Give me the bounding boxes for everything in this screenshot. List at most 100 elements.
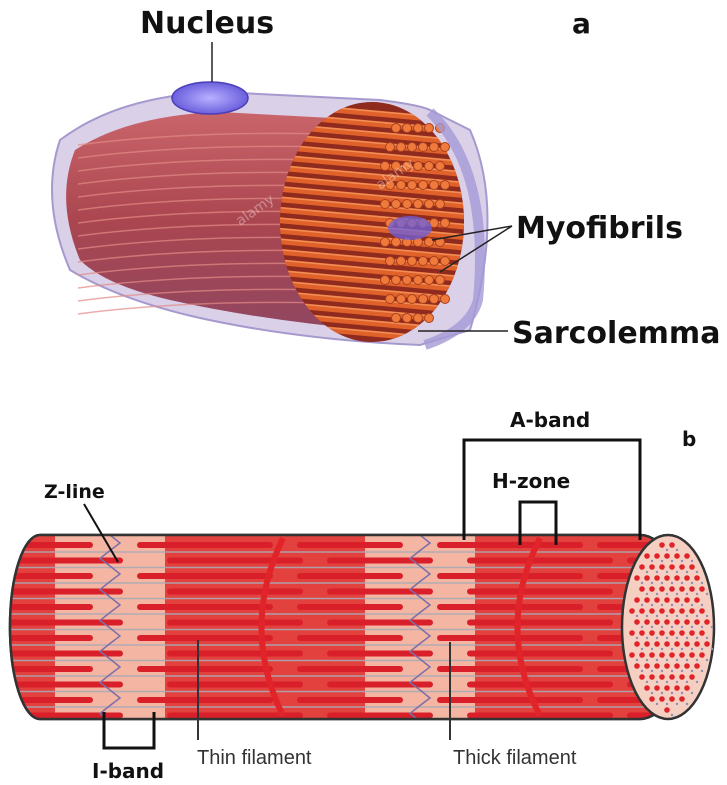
thin-filament-dot	[681, 626, 683, 628]
thick-filament-dot	[694, 619, 700, 625]
thin-filament-dot	[706, 637, 708, 639]
thin-filament-dot	[691, 604, 693, 606]
thick-filament-dot	[689, 674, 695, 680]
thick-filament-dot	[684, 597, 690, 603]
thick-filament-dot	[684, 663, 690, 669]
thin-filament-dot	[656, 615, 658, 617]
thick-filament-dot	[659, 696, 665, 702]
myofibril-end	[397, 257, 406, 266]
panel-a: alamy alamy Nucleus a Myofibrils Sarcole…	[52, 6, 720, 351]
myofibril-end	[419, 143, 428, 152]
thick-filament-dot	[639, 630, 645, 636]
thin-filament-dot	[701, 626, 703, 628]
myofibril-end	[408, 181, 417, 190]
thin-filament-dot	[651, 582, 653, 584]
thin-filament-dot	[676, 571, 678, 573]
thick-filament-dot	[649, 608, 655, 614]
thin-filament-dot	[666, 615, 668, 617]
thick-filament-dot	[684, 575, 690, 581]
myofibril-end	[441, 295, 450, 304]
thick-filament-dot	[634, 663, 640, 669]
thin-filament-dot	[701, 582, 703, 584]
thin-filament-dot	[656, 593, 658, 595]
thick-filament-dot	[674, 641, 680, 647]
thin-filament-dot	[636, 659, 638, 661]
thin-filament-dot	[671, 582, 673, 584]
thick-filament-dot	[684, 553, 690, 559]
h-zone-label: H-zone	[492, 469, 570, 493]
thick-filament-dot	[674, 553, 680, 559]
myofibril-end	[425, 276, 434, 285]
thin-filament-dot	[671, 604, 673, 606]
thick-filament-dot	[669, 586, 675, 592]
thin-filament-dot	[646, 681, 648, 683]
thick-filament-dot	[684, 641, 690, 647]
thick-filament-dot	[699, 652, 705, 658]
thin-filament-dot	[666, 681, 668, 683]
thick-filament-dot	[669, 608, 675, 614]
thin-filament-dot	[661, 670, 663, 672]
thick-filament-dot	[704, 619, 710, 625]
thick-filament-dot	[679, 564, 685, 570]
thin-filament-dot	[681, 582, 683, 584]
thin-filament-dot	[696, 571, 698, 573]
thin-filament-dot	[691, 670, 693, 672]
myofibril-end	[392, 238, 401, 247]
thin-filament-dot	[676, 659, 678, 661]
thick-filament-dot	[694, 597, 700, 603]
thick-filament-dot	[649, 564, 655, 570]
thick-filament-dot	[664, 575, 670, 581]
thick-filament-dot	[679, 674, 685, 680]
myofibril-end	[425, 238, 434, 247]
thick-filament-dot	[649, 674, 655, 680]
thin-filament-dot	[691, 582, 693, 584]
thin-filament-dot	[691, 692, 693, 694]
thick-filament-dot	[699, 608, 705, 614]
thick-filament-dot	[659, 652, 665, 658]
myofibril-end	[419, 181, 428, 190]
thin-filament-dot	[636, 637, 638, 639]
myofibril-end	[392, 314, 401, 323]
sarcolemma-label: Sarcolemma	[512, 316, 720, 351]
thick-filament-dot	[669, 630, 675, 636]
thin-filament-dot	[676, 615, 678, 617]
myofibril-end	[408, 257, 417, 266]
thin-filament-dot	[666, 571, 668, 573]
thin-filament-dot	[646, 637, 648, 639]
thick-filament-dot	[689, 586, 695, 592]
thick-filament-dot	[644, 553, 650, 559]
thin-filament-dot	[666, 637, 668, 639]
thick-filament-dot	[644, 663, 650, 669]
thin-filament-dot	[691, 626, 693, 628]
thin-filament-dot	[641, 582, 643, 584]
thick-filament-dot	[629, 608, 635, 614]
myofibril-end	[425, 314, 434, 323]
thick-filament-dot	[634, 597, 640, 603]
thin-filament-dot	[656, 571, 658, 573]
myofibril-end	[441, 257, 450, 266]
thin-filament-dot	[676, 637, 678, 639]
thin-filament-dot	[681, 648, 683, 650]
thick-filament-dot	[689, 630, 695, 636]
thick-filament-dot	[659, 586, 665, 592]
i-band-label: I-band	[92, 759, 164, 783]
myofibril-end	[381, 276, 390, 285]
thin-filament-dot	[646, 571, 648, 573]
a-band-label: A-band	[510, 408, 590, 432]
thick-filament-label: Thick filament	[453, 747, 577, 769]
myofibril-end	[392, 200, 401, 209]
thin-filament-dot	[676, 703, 678, 705]
thick-filament-dot	[659, 630, 665, 636]
thin-filament-dot	[686, 681, 688, 683]
thick-filament-dot	[674, 663, 680, 669]
thin-filament-dot	[666, 659, 668, 661]
thick-filament-dot	[659, 564, 665, 570]
thin-filament-dot	[681, 692, 683, 694]
thick-filament-dot	[654, 663, 660, 669]
thick-filament-dot	[664, 553, 670, 559]
thin-filament-dot	[656, 681, 658, 683]
thick-filament-dot	[639, 608, 645, 614]
thin-filament-dot	[641, 670, 643, 672]
thick-filament-dot	[634, 575, 640, 581]
